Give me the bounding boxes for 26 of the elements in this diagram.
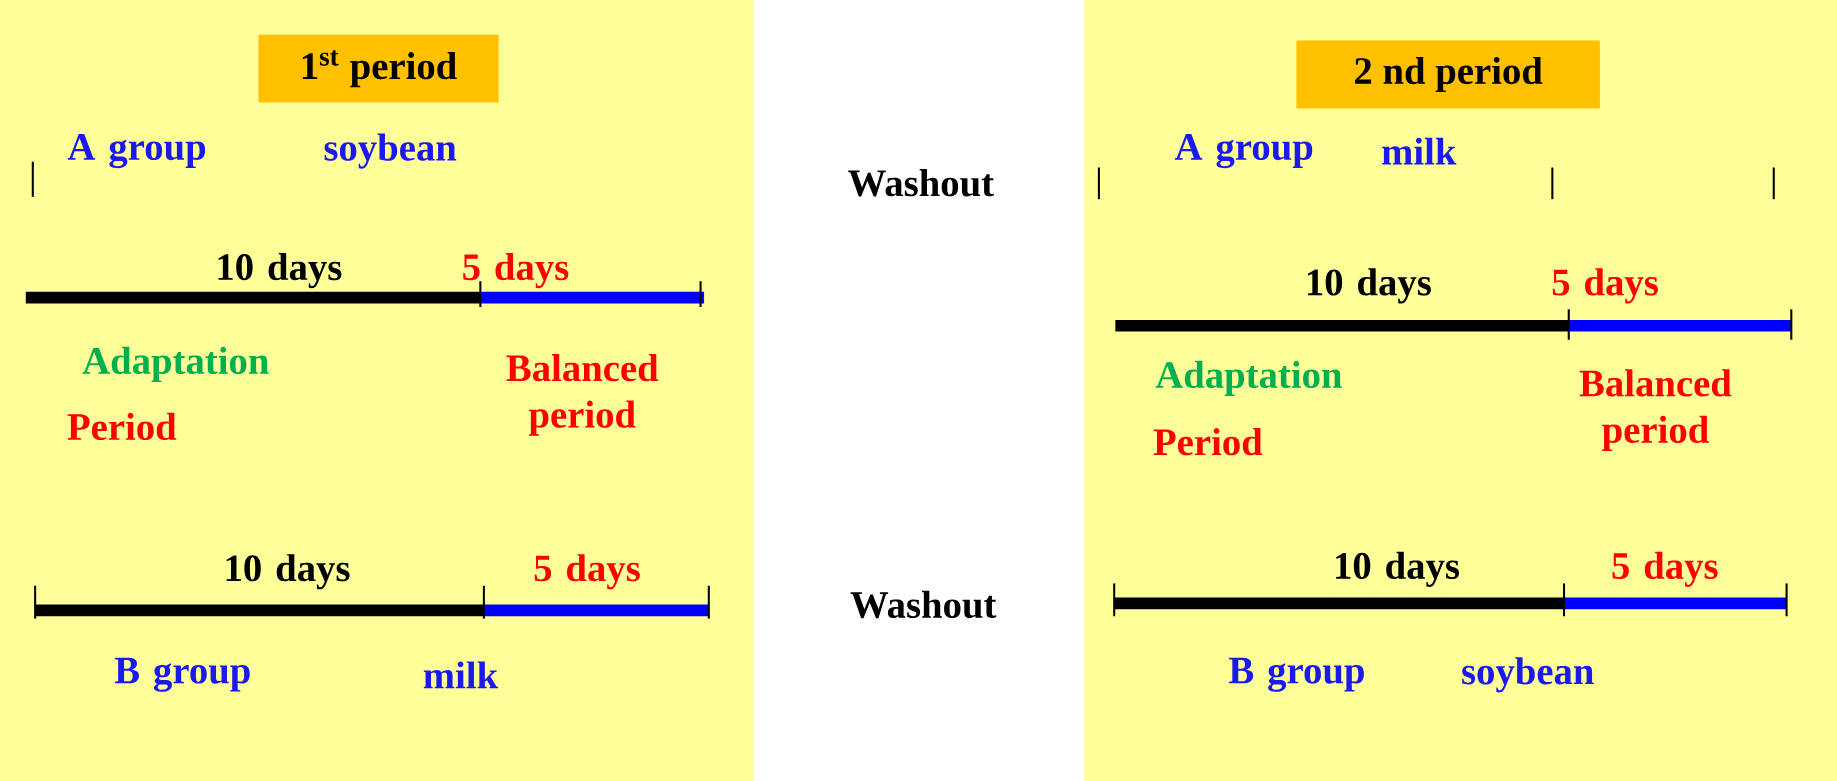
phase-label: Period — [67, 412, 177, 440]
duration-label: 5 days — [463, 252, 569, 288]
washout-label: Washout — [848, 168, 994, 197]
panel — [1083, 0, 1837, 781]
phase-label: Balanced period — [1579, 369, 1732, 451]
duration-label: 10 days — [218, 252, 342, 288]
group-label: A group — [1174, 133, 1313, 168]
duration-label: 5 days — [534, 553, 640, 590]
duration-label: 10 days — [226, 553, 350, 590]
group-label: B group — [114, 657, 250, 692]
diet-label: soybean — [1462, 657, 1594, 693]
duration-label: 5 days — [1552, 268, 1658, 304]
washout-label: Washout — [850, 590, 997, 618]
duration-label: 10 days — [1307, 268, 1431, 304]
duration-label: 5 days — [1612, 551, 1718, 587]
phase-label: Period — [1153, 427, 1263, 456]
title-box: 1$^{st}$ period — [258, 34, 499, 103]
title-box: 2 nd period — [1296, 40, 1600, 109]
phase-label: Adaptation — [82, 346, 269, 382]
panel — [0, 0, 754, 781]
group-label: B group — [1229, 657, 1364, 692]
group-label: A group — [67, 133, 206, 168]
duration-label: 10 days — [1336, 551, 1460, 587]
phase-label: Balanced period — [506, 353, 659, 436]
diet-label: milk — [423, 661, 499, 689]
phase-label: Adaptation — [1155, 360, 1342, 396]
